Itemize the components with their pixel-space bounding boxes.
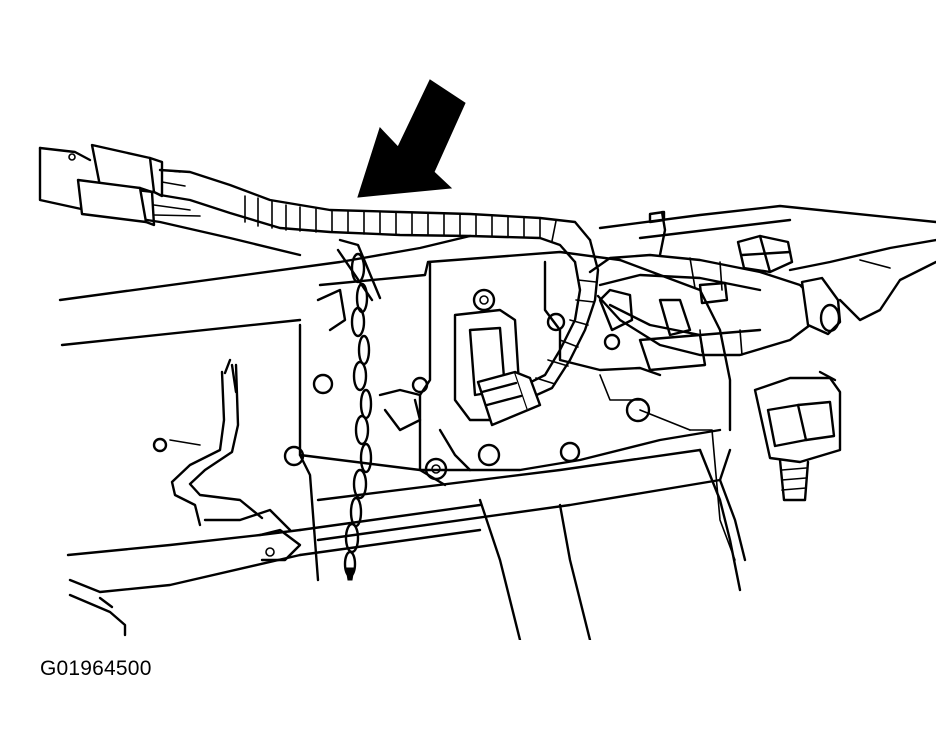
bolt-heads <box>152 288 651 481</box>
shift-bracket <box>169 358 292 532</box>
transmission-body <box>298 250 747 640</box>
harness-connectors <box>76 143 842 502</box>
wiring-harness <box>158 168 842 400</box>
engine-harness-diagram <box>38 79 936 640</box>
callout-arrow-icon <box>357 79 466 198</box>
figure-id-label: G01964500 <box>40 657 152 680</box>
lower-rail <box>66 503 482 637</box>
support-chain <box>336 238 382 581</box>
frame-rail <box>38 146 936 347</box>
